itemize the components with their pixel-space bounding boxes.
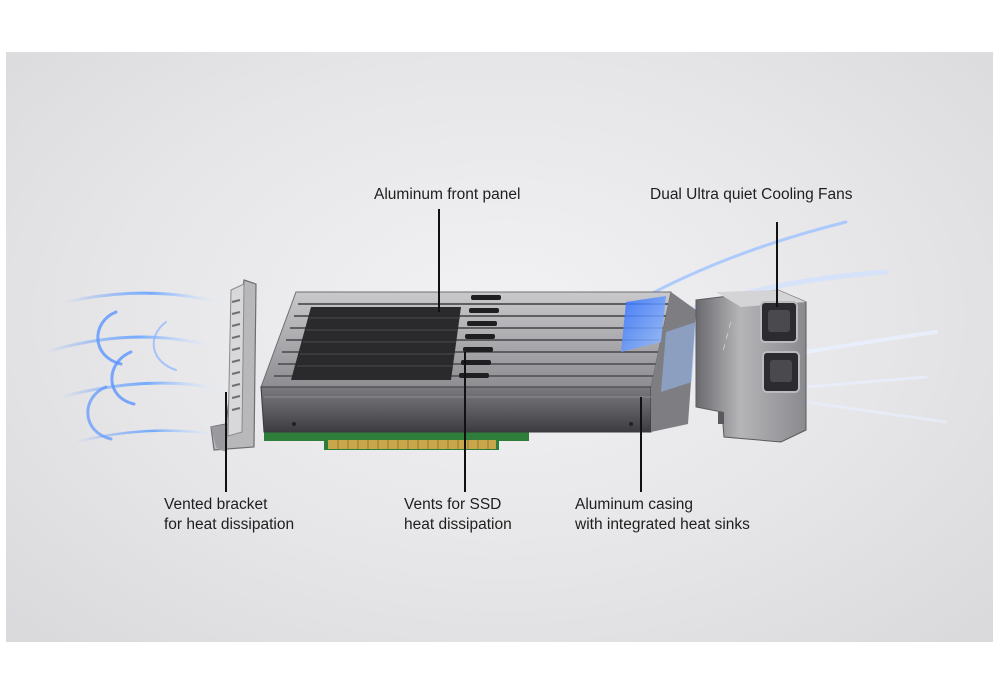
leader-line-bracket <box>225 392 227 492</box>
label-vents: Vents for SSD heat dissipation <box>404 495 512 535</box>
label-bracket: Vented bracket for heat dissipation <box>164 495 294 535</box>
label-casing-line1: Aluminum casing <box>575 496 694 513</box>
label-bracket-line1: Vented bracket <box>164 496 268 513</box>
cooling-fan-module: ~ ~ ~ <box>695 289 807 443</box>
label-casing: Aluminum casing with integrated heat sin… <box>575 495 750 535</box>
product-illustration: ~ ~ ~ Aluminum front panel Dual Ultra qu… <box>6 52 993 642</box>
label-casing-line2: with integrated heat sinks <box>575 516 750 533</box>
aluminum-casing <box>260 291 696 433</box>
label-front-panel: Aluminum front panel <box>374 186 521 203</box>
label-vents-line1: Vents for SSD <box>404 496 502 513</box>
label-vents-line2: heat dissipation <box>404 516 512 533</box>
leader-line-front-panel <box>438 209 440 312</box>
airflow-left <box>44 291 238 444</box>
label-bracket-line2: for heat dissipation <box>164 516 295 533</box>
leader-line-casing <box>640 397 642 492</box>
leader-line-vents <box>464 352 466 492</box>
ssd-card-graphic: ~ ~ ~ <box>44 220 948 452</box>
front-panel <box>291 307 461 380</box>
label-cooling-fans: Dual Ultra quiet Cooling Fans <box>650 186 853 203</box>
leader-line-cooling-fans <box>776 222 778 307</box>
vented-bracket <box>210 279 257 452</box>
